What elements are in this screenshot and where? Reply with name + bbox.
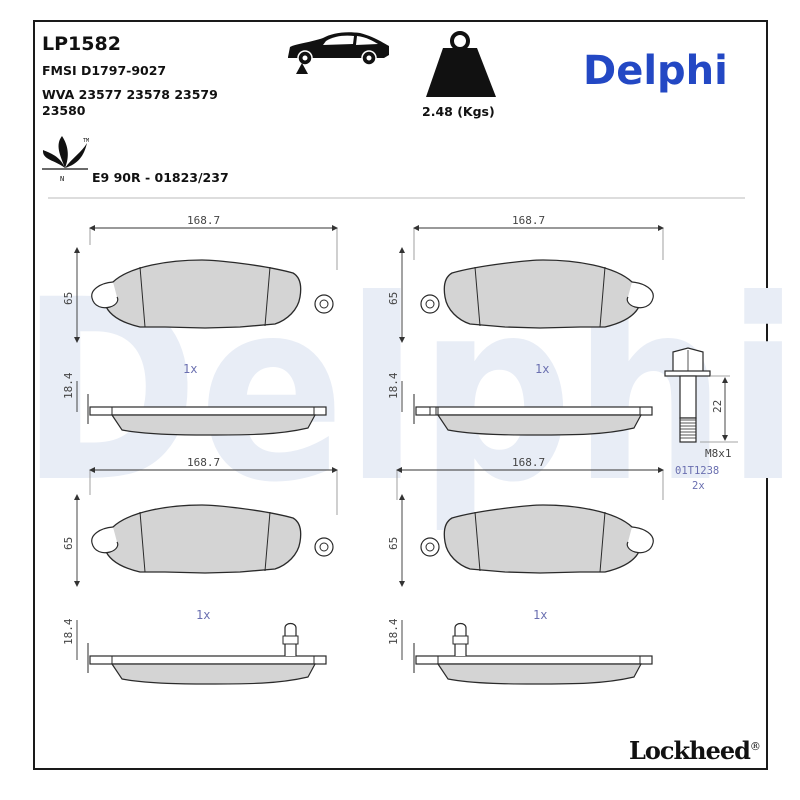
width-dimension: 168.7 — [512, 456, 545, 469]
wva-numbers: WVA 23577 23578 23579 — [42, 87, 218, 102]
datasheet-frame — [33, 20, 768, 770]
registered-mark: ® — [749, 740, 761, 753]
width-dimension: 168.7 — [512, 214, 545, 227]
quantity-label: 1x — [535, 362, 549, 376]
bolt-quantity-label: 2x — [692, 480, 705, 492]
pad-drawing-1: 168.7 65 1x 18.4 — [62, 214, 338, 436]
eco-letter: N — [60, 175, 64, 183]
part-number: LP1582 — [42, 33, 121, 55]
wva-numbers-continued: 23580 — [42, 103, 86, 118]
bolt-code-label: 01T1238 — [675, 465, 719, 477]
fmsi-number: FMSI D1797-9027 — [42, 63, 167, 78]
thickness-dimension: 18.4 — [62, 618, 75, 645]
height-dimension: 65 — [387, 292, 400, 305]
thickness-dimension: 18.4 — [387, 618, 400, 645]
width-dimension: 168.7 — [187, 456, 220, 469]
thickness-dimension: 18.4 — [62, 372, 75, 399]
weight-label: 2.48 (Kgs) — [422, 104, 495, 119]
thickness-dimension: 18.4 — [387, 372, 400, 399]
quantity-label: 1x — [533, 608, 547, 622]
width-dimension: 168.7 — [187, 214, 220, 227]
pad-side-view — [413, 642, 653, 685]
height-dimension: 65 — [62, 292, 75, 305]
height-dimension: 65 — [62, 537, 75, 550]
car-lift-icon — [288, 32, 389, 74]
pad-drawing-2: 168.7 65 1x 18.4 — [387, 214, 664, 436]
bolt-length-dimension: 22 — [711, 400, 724, 413]
eco-trademark: TM — [83, 138, 89, 144]
quantity-label: 1x — [183, 362, 197, 376]
quantity-label: 1x — [196, 608, 210, 622]
approval-number: E9 90R - 01823/237 — [92, 170, 229, 185]
maker-name: Lockheed — [629, 736, 751, 765]
eco-leaf-icon: N TM — [42, 136, 89, 183]
bolt-thread-label: M8x1 — [705, 447, 732, 460]
height-dimension: 65 — [387, 537, 400, 550]
pad-drawing-3: 168.7 65 1x 18.4 — [62, 456, 338, 685]
weight-icon — [426, 31, 496, 97]
bolt-drawing: 22 M8x1 01T1238 2x — [664, 347, 738, 492]
pad-drawing-4: 168.7 65 1x 18.4 — [387, 456, 664, 685]
brand-logo: Delphi — [583, 48, 728, 94]
maker-logo: Lockheed® — [629, 736, 761, 765]
